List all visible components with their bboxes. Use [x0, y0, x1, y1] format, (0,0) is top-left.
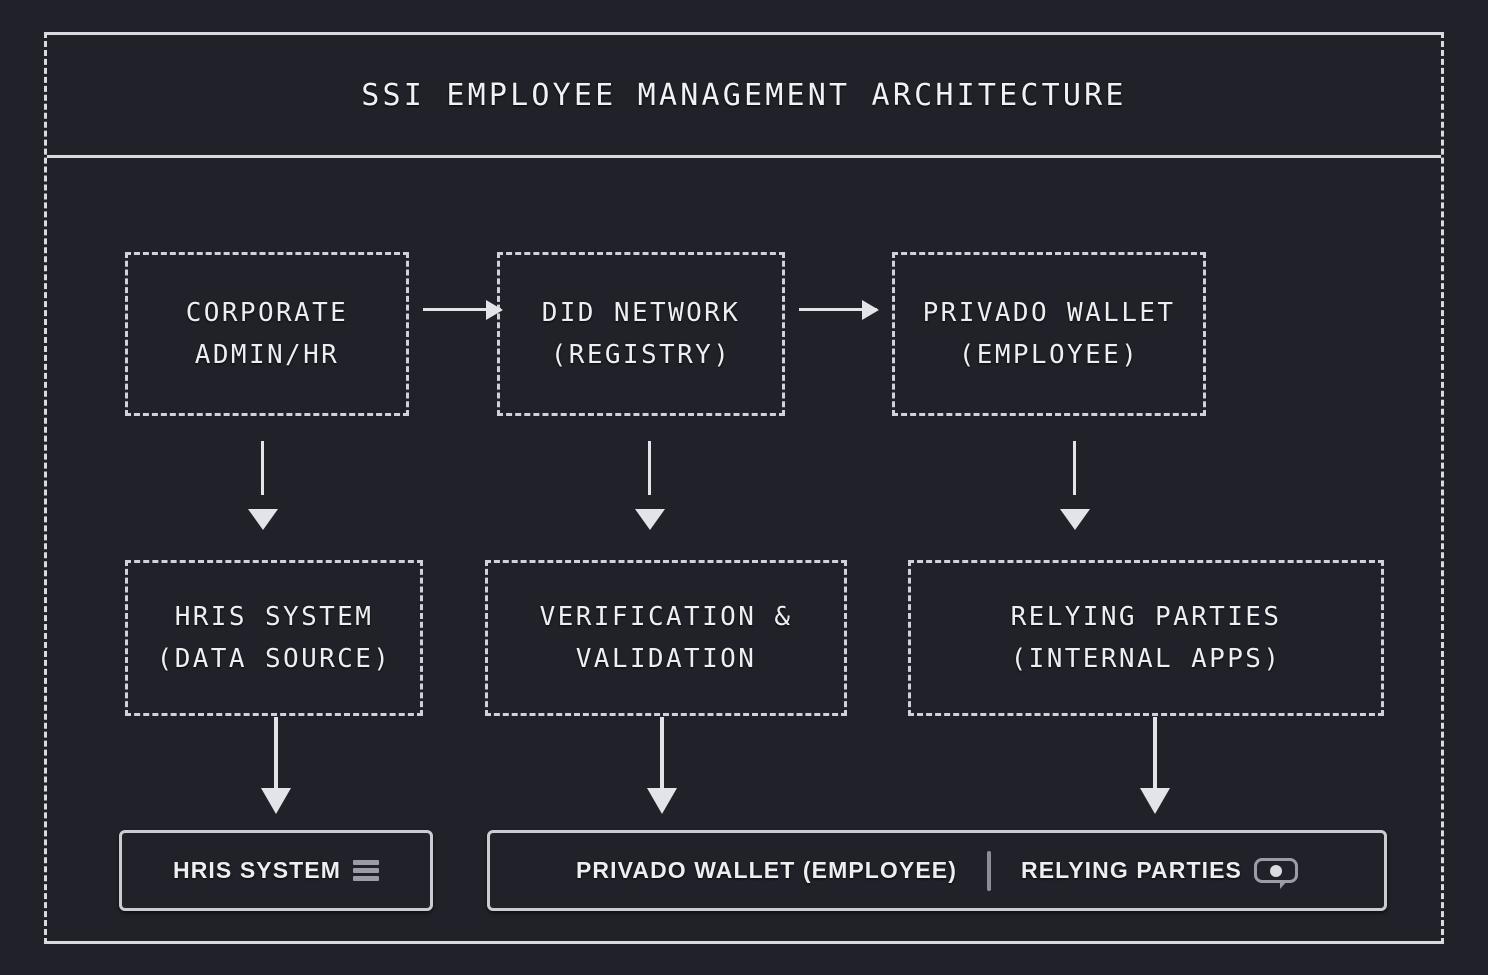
node-corporate-admin[interactable]: CORPORATE ADMIN/HR: [125, 252, 409, 416]
node-relying-parties-line1: RELYING PARTIES: [1010, 601, 1282, 632]
node-did-network-line2: (REGISTRY): [550, 340, 732, 370]
node-verification-validation[interactable]: VERIFICATION & VALIDATION: [485, 560, 847, 716]
node-corporate-admin-line1: CORPORATE: [185, 297, 349, 328]
panel-relying-parties-item[interactable]: RELYING PARTIES: [991, 857, 1328, 889]
chat-bubble-icon[interactable]: [1254, 858, 1298, 889]
chat-bubble-tail: [1280, 880, 1288, 889]
node-verification-line1: VERIFICATION &: [539, 601, 793, 632]
node-hris-system-line1: HRIS SYSTEM: [174, 601, 374, 632]
node-privado-wallet-line1: PRIVADO WALLET: [922, 297, 1176, 328]
diagram-title-band: SSI EMPLOYEE MANAGEMENT ARCHITECTURE: [47, 35, 1441, 158]
node-relying-parties-line2: (INTERNAL APPS): [1010, 644, 1282, 674]
chat-bubble-dot: [1270, 864, 1282, 877]
panel-divider: [987, 850, 992, 891]
arrow-down-icon-hris-to-panel: [274, 717, 278, 790]
panel-privado-wallet-label: PRIVADO WALLET (EMPLOYEE): [575, 857, 958, 883]
architecture-diagram-frame: SSI EMPLOYEE MANAGEMENT ARCHITECTURE COR…: [44, 32, 1444, 944]
hamburger-icon[interactable]: [353, 860, 379, 881]
arrow-down-icon-did-to-verification: [648, 441, 651, 495]
panel-hris-system[interactable]: HRIS SYSTEM: [119, 830, 433, 911]
arrow-down-icon-admin-to-hris: [261, 441, 264, 495]
panel-wallet-and-relying-parties[interactable]: PRIVADO WALLET (EMPLOYEE) RELYING PARTIE…: [487, 830, 1387, 911]
arrow-down-icon-relying-to-panel: [1153, 717, 1157, 790]
node-privado-wallet[interactable]: PRIVADO WALLET (EMPLOYEE): [892, 252, 1206, 416]
node-hris-system[interactable]: HRIS SYSTEM (DATA SOURCE): [125, 560, 423, 716]
node-relying-parties[interactable]: RELYING PARTIES (INTERNAL APPS): [908, 560, 1384, 716]
node-did-network[interactable]: DID NETWORK (REGISTRY): [497, 252, 785, 416]
arrow-right-icon-admin-to-did: [423, 308, 501, 311]
arrow-down-icon-verification-to-panel: [660, 717, 664, 790]
page-title: SSI EMPLOYEE MANAGEMENT ARCHITECTURE: [361, 77, 1127, 113]
panel-hris-system-item[interactable]: HRIS SYSTEM: [173, 857, 379, 884]
node-verification-line2: VALIDATION: [575, 644, 757, 674]
node-did-network-line1: DID NETWORK: [541, 297, 741, 328]
panel-privado-wallet-item[interactable]: PRIVADO WALLET (EMPLOYEE): [546, 857, 987, 884]
node-hris-system-line2: (DATA SOURCE): [156, 644, 392, 674]
panel-relying-parties-label: RELYING PARTIES: [1021, 857, 1242, 883]
arrow-down-icon-wallet-to-relying: [1073, 441, 1076, 495]
panel-hris-system-label: HRIS SYSTEM: [172, 857, 341, 883]
arrow-right-icon-did-to-wallet: [799, 308, 877, 311]
node-corporate-admin-line2: ADMIN/HR: [194, 340, 340, 370]
node-privado-wallet-line2: (EMPLOYEE): [958, 340, 1140, 370]
